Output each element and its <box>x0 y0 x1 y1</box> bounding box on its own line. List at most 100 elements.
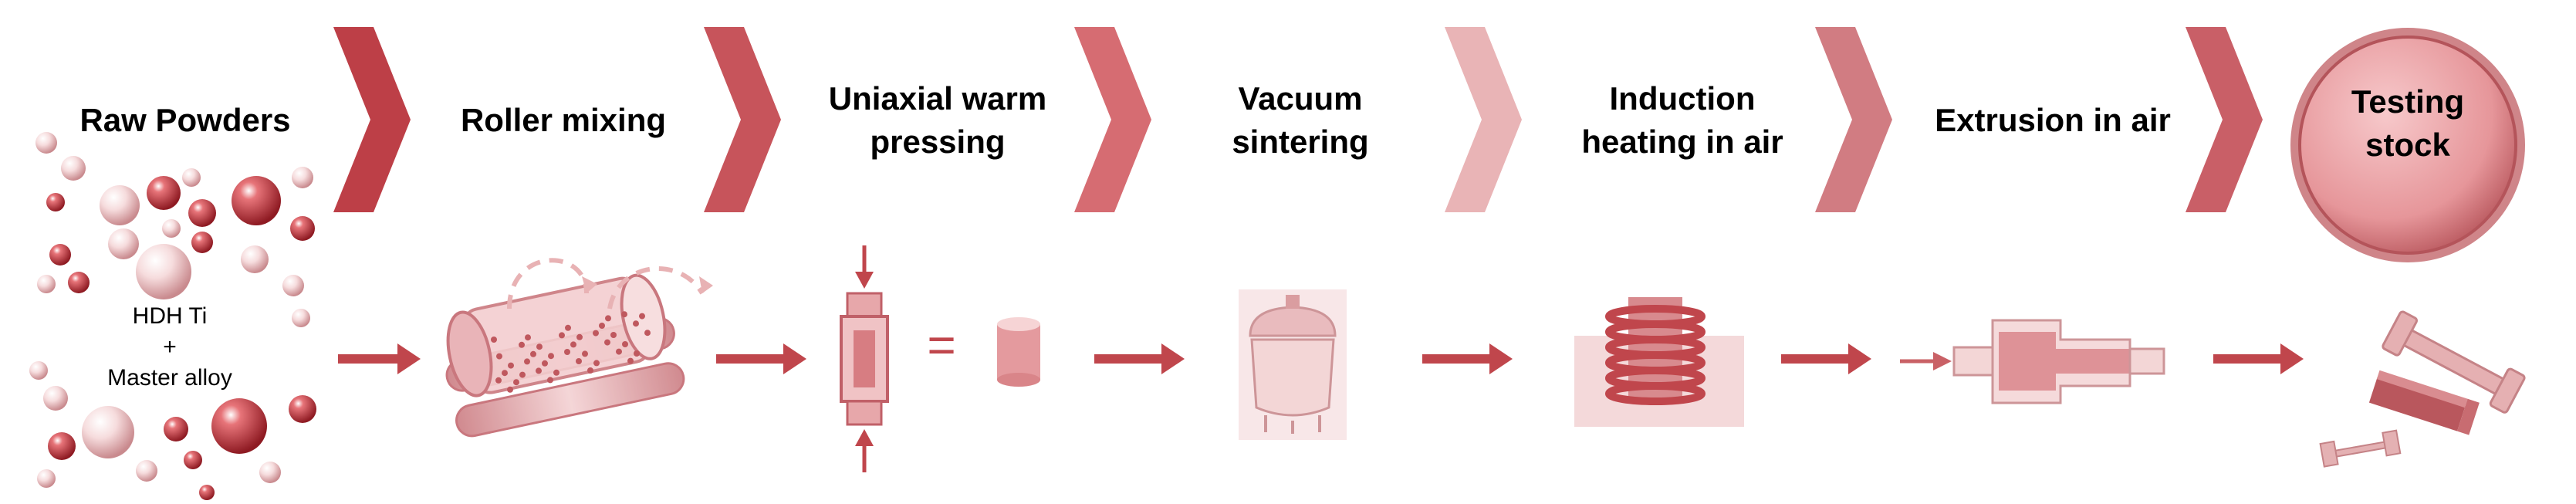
mix-particle <box>491 337 497 343</box>
mix-particle <box>519 371 526 378</box>
mix-particle <box>622 341 628 347</box>
mix-particle <box>576 358 582 364</box>
mix-particle <box>508 362 514 369</box>
powder-sphere <box>211 398 267 454</box>
mix-particle <box>639 313 645 320</box>
powder-sphere <box>289 395 316 423</box>
mix-particle <box>634 350 640 357</box>
flow-arrow-6 <box>2213 343 2304 374</box>
mix-particle <box>547 377 553 384</box>
powder-sphere <box>292 167 313 188</box>
flow-arrow-2 <box>716 343 806 374</box>
mix-particle <box>564 349 570 355</box>
mix-particle <box>559 332 565 339</box>
testing-stock-disc <box>2290 28 2525 262</box>
mix-particle <box>519 341 525 348</box>
vacuum-furnace-icon <box>1239 289 1347 440</box>
step-label-induction-heating: Induction heating in air <box>1581 80 1783 160</box>
equals-sign: = <box>927 317 956 373</box>
flow-arrow-1 <box>338 343 421 374</box>
powder-sphere <box>162 219 181 238</box>
powder-sphere <box>136 244 191 299</box>
powder-sphere <box>182 168 201 187</box>
mix-particle <box>599 323 605 329</box>
step-label-extrusion-in-air: Extrusion in air <box>1935 102 2171 138</box>
powder-sphere <box>35 132 57 154</box>
mix-particle <box>530 350 536 357</box>
powder-sphere <box>241 245 269 273</box>
powder-sphere <box>199 485 215 500</box>
step-label-vacuum-sintering: Vacuum sintering <box>1232 80 1369 160</box>
chevron-2 <box>704 27 781 212</box>
mix-particle <box>604 339 610 346</box>
powder-sphere <box>292 309 310 327</box>
powder-sphere <box>49 244 71 266</box>
mix-particle <box>582 350 588 357</box>
mix-particle <box>610 332 617 338</box>
powder-sphere <box>191 232 213 253</box>
mix-particle <box>570 341 576 348</box>
powder-sphere <box>100 185 140 225</box>
mix-particle <box>542 360 548 367</box>
powder-sphere <box>43 386 68 411</box>
induction-coil-icon <box>1574 297 1744 427</box>
mix-particle <box>633 320 639 327</box>
powder-sphere <box>68 272 90 293</box>
chevron-5 <box>1815 27 1892 212</box>
roller-mixer-icon <box>445 258 713 438</box>
powder-sphere <box>290 216 315 241</box>
mix-particle <box>616 348 622 355</box>
cylinder-compact-icon <box>997 317 1040 387</box>
mix-particle <box>524 358 530 365</box>
press-die-icon <box>840 245 889 472</box>
mix-particle <box>605 315 611 322</box>
mix-particle <box>502 370 508 377</box>
powder-sphere <box>147 176 181 210</box>
powder-sphere <box>46 193 65 211</box>
mix-particle <box>496 353 502 360</box>
mix-particle <box>644 330 651 337</box>
mix-particle <box>621 311 627 318</box>
mix-particle <box>576 333 583 340</box>
powder-sphere <box>164 417 188 441</box>
flow-arrow-5 <box>1781 343 1871 374</box>
step-label-roller-mixing: Roller mixing <box>460 102 667 138</box>
powder-sphere <box>184 451 202 469</box>
powder-sphere <box>282 275 304 296</box>
mix-particle <box>593 360 600 367</box>
powder-sphere <box>259 462 281 483</box>
powder-sphere <box>29 361 48 380</box>
extrusion-die-icon <box>1900 319 2165 404</box>
flow-arrow-3 <box>1094 343 1185 374</box>
mix-particle <box>507 386 513 393</box>
powder-sphere <box>188 199 216 227</box>
powder-label-master-alloy: Master alloy <box>107 365 232 391</box>
powder-sphere <box>48 432 76 460</box>
chevron-6 <box>2186 27 2263 212</box>
mix-particle <box>565 324 571 331</box>
powder-sphere <box>108 228 139 259</box>
chevron-1 <box>333 27 411 212</box>
chevron-3 <box>1074 27 1151 212</box>
powder-sphere <box>232 176 281 225</box>
flow-arrows <box>338 343 2304 374</box>
test-specimens-icon <box>2319 310 2526 468</box>
mix-particle <box>593 330 599 337</box>
chevron-4 <box>1445 27 1522 212</box>
mix-particle <box>525 334 531 341</box>
mix-particle <box>495 377 502 384</box>
powder-label-plus: + <box>163 334 177 360</box>
step-label-uniaxial-warm-pressing: Uniaxial warm pressing <box>828 80 1047 160</box>
mix-particle <box>513 379 519 386</box>
step-chevrons <box>333 27 2263 212</box>
powder-sphere <box>82 406 134 458</box>
coil-turn <box>1605 382 1706 405</box>
mix-particle <box>536 367 542 374</box>
step-label-raw-powders: Raw Powders <box>79 102 291 138</box>
step-label-testing-stock: Testing stock <box>2351 83 2465 163</box>
mix-particle <box>553 369 559 376</box>
mix-particle <box>627 357 634 364</box>
powder-sphere <box>37 469 56 488</box>
